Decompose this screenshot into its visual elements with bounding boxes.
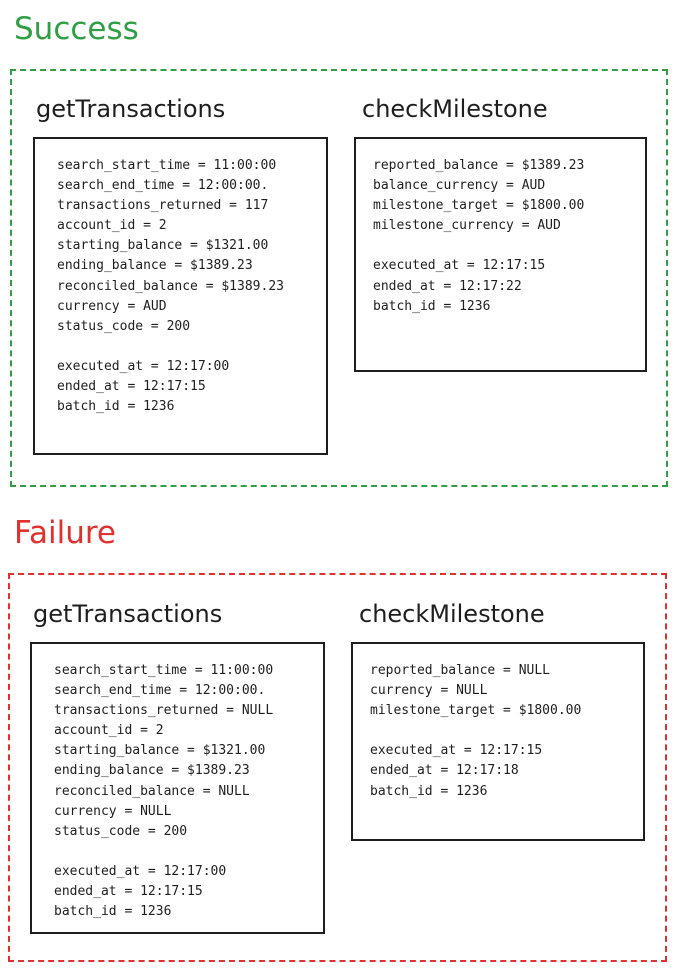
field-line: account_id = 2 <box>54 723 164 739</box>
failure-check-milestone-title: checkMilestone <box>359 600 545 628</box>
field-line: ended_at = 12:17:15 <box>54 884 203 900</box>
field-line: milestone_currency = AUD <box>373 218 561 234</box>
failure-title: Failure <box>14 515 116 551</box>
failure-get-transactions-title: getTransactions <box>33 600 223 628</box>
field-line: executed_at = 12:17:15 <box>373 258 546 274</box>
field-line: ending_balance = $1389.23 <box>57 258 253 274</box>
success-check-milestone-box: reported_balance = $1389.23 balance_curre… <box>354 137 647 372</box>
field-line: ended_at = 12:17:15 <box>57 379 206 395</box>
field-line: reported_balance = NULL <box>370 663 551 678</box>
field-line: currency = NULL <box>54 803 172 819</box>
failure-get-transactions-fields: search_start_time = 11:00:00 search_end_t… <box>54 661 273 922</box>
field-line: balance_currency = AUD <box>373 178 546 194</box>
field-line: batch_id = 1236 <box>370 783 488 799</box>
field-line: batch_id = 1236 <box>54 904 172 920</box>
failure-get-transactions-box: search_start_time = 11:00:00 search_end_t… <box>30 642 325 934</box>
field-line: reconciled_balance = $1389.23 <box>57 278 284 294</box>
field-line: starting_balance = $1321.00 <box>57 238 269 254</box>
field-line: reconciled_balance = NULL <box>54 783 250 799</box>
field-line: transactions_returned = NULL <box>54 703 274 719</box>
success-get-transactions-box: search_start_time = 11:00:00 search_end_t… <box>33 137 328 455</box>
field-line: currency = AUD <box>57 298 167 314</box>
success-get-transactions-title: getTransactions <box>36 95 226 123</box>
field-line: account_id = 2 <box>57 218 167 234</box>
field-line: executed_at = 12:17:00 <box>57 358 230 374</box>
field-line: ended_at = 12:17:22 <box>373 278 522 294</box>
field-line: executed_at = 12:17:00 <box>54 863 227 879</box>
field-line: search_start_time = 11:00:00 <box>54 663 274 678</box>
field-line: ended_at = 12:17:18 <box>370 763 519 779</box>
field-line: search_end_time = 12:00:00. <box>54 683 266 699</box>
success-check-milestone-fields: reported_balance = $1389.23 balance_curre… <box>373 156 584 317</box>
field-spacer <box>373 236 584 256</box>
field-spacer <box>54 842 273 862</box>
field-line: batch_id = 1236 <box>373 298 491 314</box>
failure-check-milestone-fields: reported_balance = NULL currency = NULL mi… <box>370 661 581 802</box>
field-line: status_code = 200 <box>54 823 188 839</box>
field-spacer <box>57 337 284 357</box>
field-line: currency = NULL <box>370 683 488 699</box>
field-line: search_start_time = 11:00:00 <box>57 158 277 173</box>
field-line: executed_at = 12:17:15 <box>370 743 543 759</box>
success-get-transactions-fields: search_start_time = 11:00:00 search_end_t… <box>57 156 284 417</box>
field-line: transactions_returned = 117 <box>57 198 269 214</box>
field-line: starting_balance = $1321.00 <box>54 743 266 759</box>
success-title: Success <box>14 11 139 47</box>
failure-group <box>8 573 667 962</box>
failure-check-milestone-box: reported_balance = NULL currency = NULL mi… <box>351 642 645 841</box>
field-line: milestone_target = $1800.00 <box>370 703 582 719</box>
field-line: milestone_target = $1800.00 <box>373 198 585 214</box>
field-line: search_end_time = 12:00:00. <box>57 178 269 194</box>
field-spacer <box>370 721 581 741</box>
field-line: ending_balance = $1389.23 <box>54 763 250 779</box>
field-line: batch_id = 1236 <box>57 399 175 415</box>
field-line: reported_balance = $1389.23 <box>373 158 585 173</box>
success-group <box>10 69 668 487</box>
field-line: status_code = 200 <box>57 318 191 334</box>
success-check-milestone-title: checkMilestone <box>362 95 548 123</box>
